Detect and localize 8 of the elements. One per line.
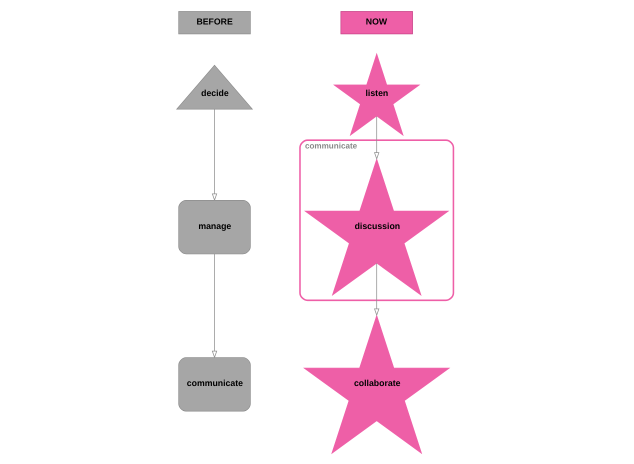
arrow [374,262,379,316]
node-box: NOW [340,10,412,34]
node-box: communicate [178,356,250,412]
arrow [211,108,217,201]
node-box: manage [178,199,250,254]
node-box: BEFORE [178,10,250,34]
arrow [374,115,379,160]
arrow [211,253,217,358]
